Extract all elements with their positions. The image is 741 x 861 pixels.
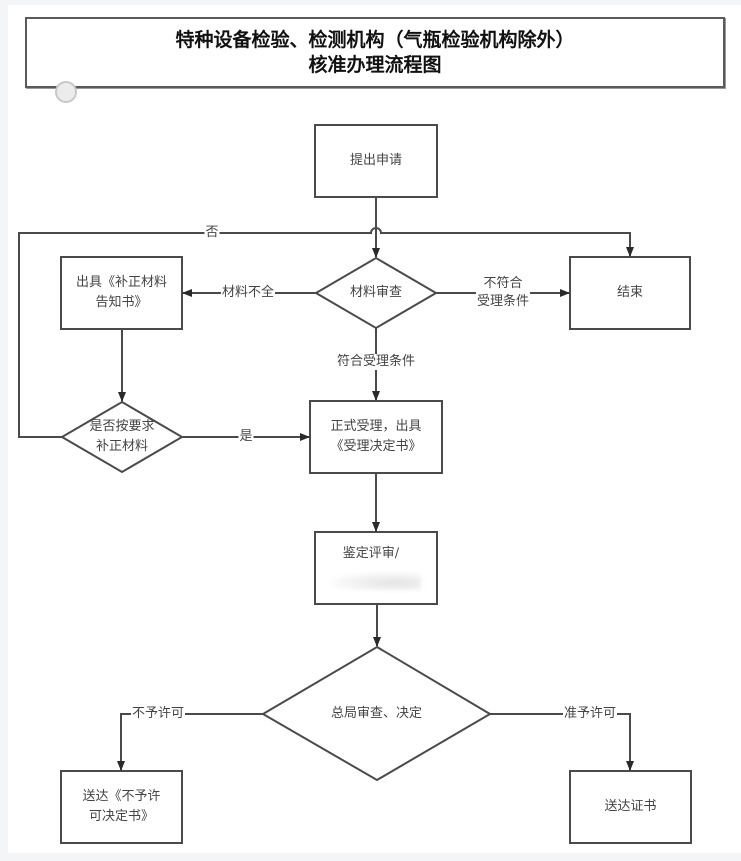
node-deny-label: 送达《不予许 可决定书》	[61, 771, 182, 843]
node-deny	[60, 770, 183, 844]
node-approve	[569, 770, 692, 844]
edge-label-incomplete: 材料不全	[220, 285, 276, 301]
node-end	[569, 256, 691, 330]
edge-label-not-qualified: 不符合 受理条件	[475, 275, 531, 311]
title-line-1: 特种设备检验、检测机构（气瓶检验机构除外）	[175, 28, 575, 51]
edge-deny	[117, 713, 263, 771]
node-notice-label: 出具《补正材料 告知书》	[61, 257, 182, 329]
node-deny-line-2: 可决定书》	[88, 809, 154, 824]
node-decision-label: 总局审查、决定	[330, 705, 422, 721]
edge-label-approve: 准予许可	[562, 706, 618, 722]
node-deny-line-1: 送达《不予许	[82, 789, 161, 804]
node-end-label: 结束	[616, 285, 643, 300]
node-accept-label: 正式受理，出具 《受理决定书》	[310, 401, 442, 473]
node-appraisal-label: 鉴定评审/	[315, 532, 437, 604]
node-appraisal-redacted	[331, 572, 421, 590]
node-supplement-check	[60, 400, 184, 474]
node-notice	[60, 256, 183, 330]
node-supplement-check-label: 是否按要求 补正材料	[62, 402, 182, 472]
edge-label-no: 否	[204, 225, 220, 241]
title-box: 特种设备检验、检测机构（气瓶检验机构除外） 核准办理流程图	[25, 17, 725, 88]
edge-approve	[490, 713, 634, 771]
node-accept	[309, 400, 443, 474]
edge-no-loop	[18, 227, 634, 438]
node-notice-line-1: 出具《补正材料	[75, 275, 167, 290]
node-accept-line-2: 《受理决定书》	[330, 439, 422, 454]
node-supplement-check-line-2: 补正材料	[95, 439, 148, 454]
edge-label-yes: 是	[238, 429, 254, 445]
node-accept-line-1: 正式受理，出具	[330, 419, 422, 434]
node-supplement-check-line-1: 是否按要求	[89, 419, 155, 434]
resize-handle[interactable]	[55, 81, 77, 103]
node-submit	[314, 124, 438, 198]
node-approve-label: 送达证书	[604, 799, 657, 814]
edge-label-qualified: 符合受理条件	[335, 354, 417, 370]
edge-label-not-qualified-line-2: 受理条件	[476, 294, 530, 309]
edge-label-deny: 不予许可	[130, 706, 186, 722]
title-line-2: 核准办理流程图	[308, 53, 442, 76]
node-appraisal	[314, 531, 438, 605]
node-submit-label: 提出申请	[349, 153, 402, 168]
edge-label-not-qualified-line-1: 不符合	[483, 276, 523, 291]
node-notice-line-2: 告知书》	[95, 295, 148, 310]
node-review-label: 材料审查	[349, 285, 402, 300]
node-appraisal-line-1: 鉴定评审/	[342, 546, 400, 561]
node-decision	[261, 645, 492, 782]
